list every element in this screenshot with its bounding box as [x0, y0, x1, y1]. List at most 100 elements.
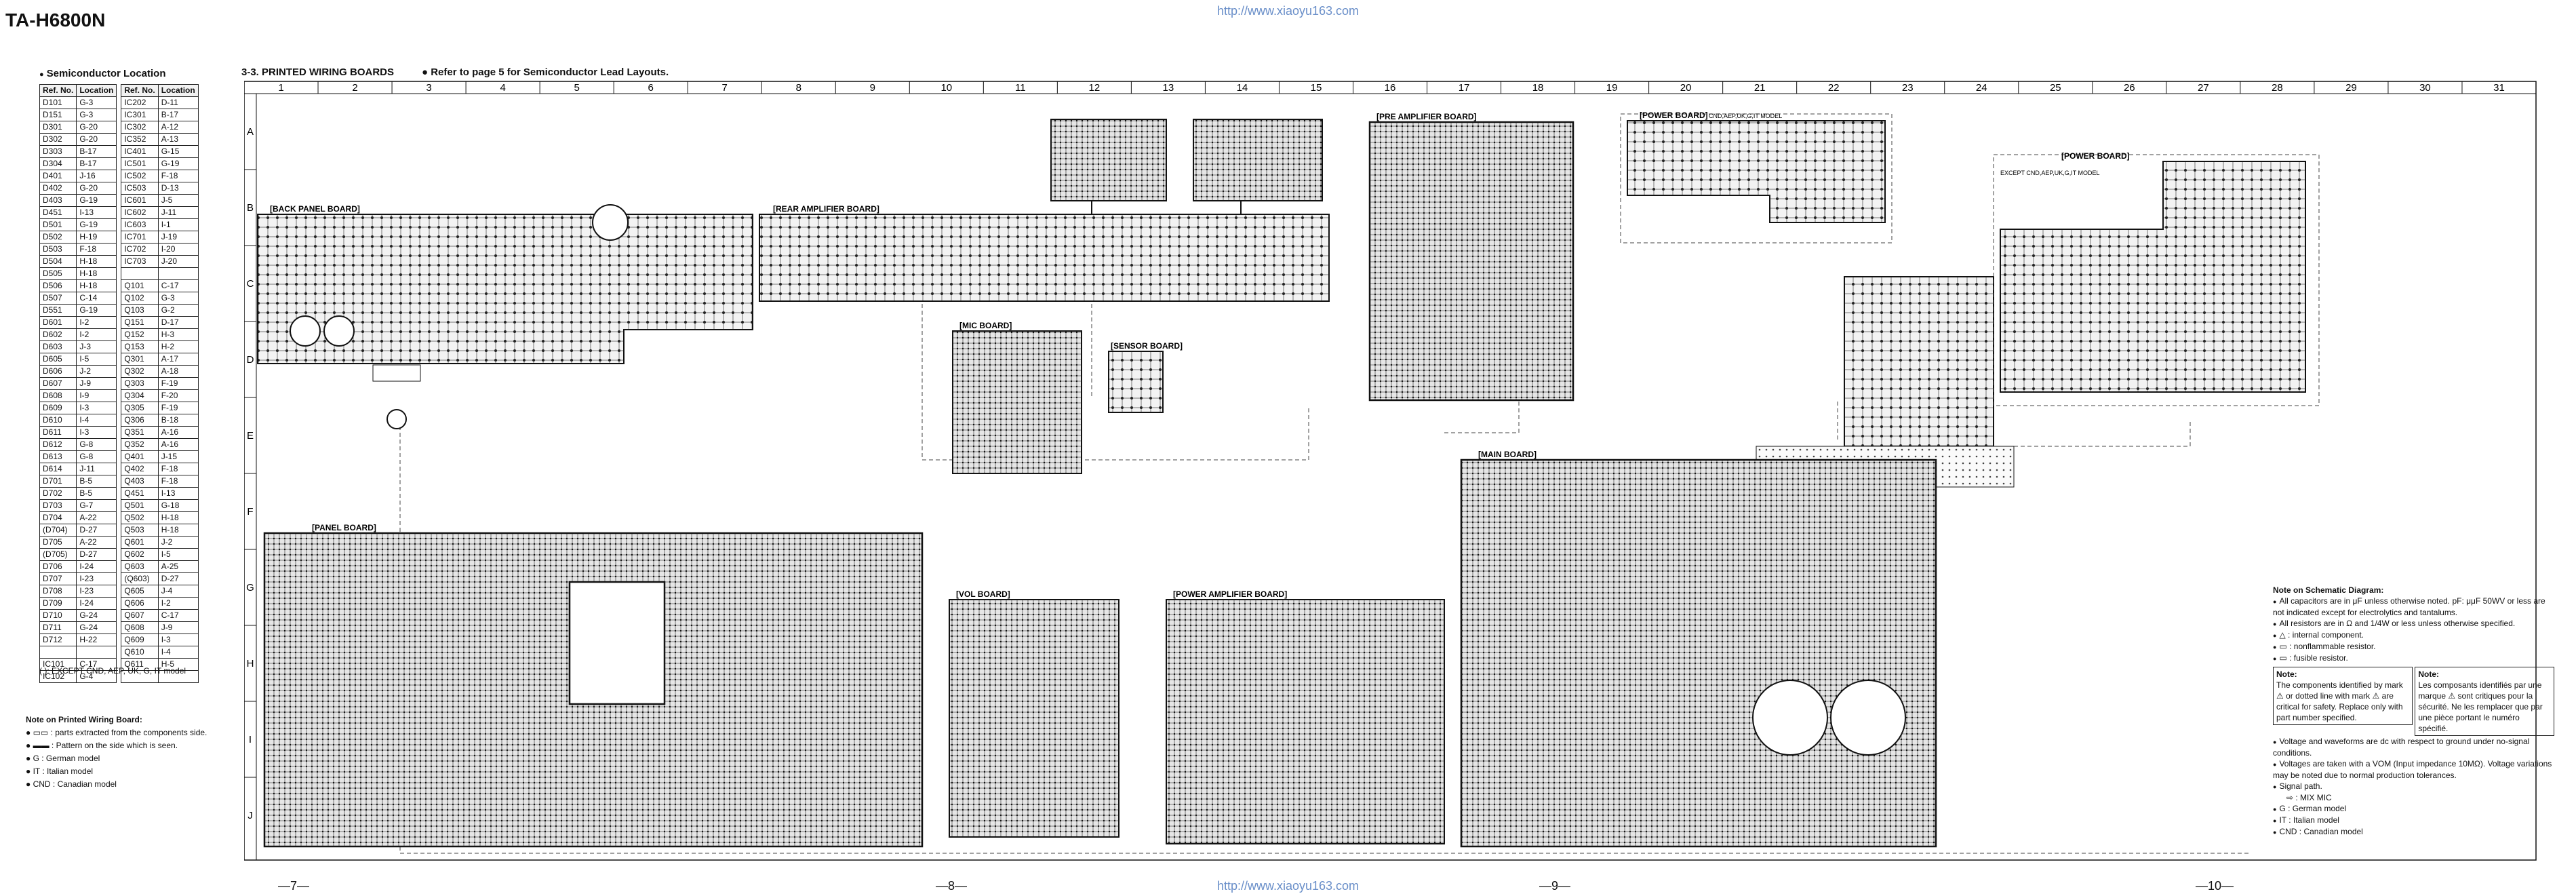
table-cell: D-13 — [157, 182, 199, 195]
table-cell: J-3 — [76, 340, 117, 353]
grid-row-label: C — [247, 278, 254, 290]
table-cell: D707 — [39, 572, 77, 585]
table-cell: D-27 — [76, 524, 117, 537]
table-cell: G-20 — [76, 133, 117, 146]
table-cell: B-5 — [76, 487, 117, 500]
page-number: —8— — [936, 879, 968, 893]
table-cell: Q609 — [121, 634, 159, 646]
table-cell: Q602 — [121, 548, 159, 561]
table-cell: Q351 — [121, 426, 159, 439]
table-cell: D551 — [39, 304, 77, 317]
table-cell: Q610 — [121, 646, 159, 659]
table-cell: Q503 — [121, 524, 159, 537]
table-cell: Q102 — [121, 292, 159, 305]
grid-column-label: 4 — [500, 82, 505, 94]
table-cell: D602 — [39, 328, 77, 341]
grid-column-label: 12 — [1089, 82, 1101, 94]
grid-column-label: 21 — [1754, 82, 1766, 94]
grid-column-label: 11 — [1015, 82, 1026, 94]
pwb-note-item: ● G : German model — [26, 754, 100, 763]
table-cell: Q607 — [121, 609, 159, 622]
table-cell: C-14 — [76, 292, 117, 305]
table-cell: D601 — [39, 316, 77, 329]
col-header: Location — [157, 84, 199, 97]
table-cell: D610 — [39, 414, 77, 427]
grid-column-label: 31 — [2493, 82, 2505, 94]
table-cell: G-19 — [76, 218, 117, 231]
table-cell: D613 — [39, 450, 77, 463]
grid-column-label: 14 — [1237, 82, 1248, 94]
table-cell: I-13 — [157, 487, 199, 500]
table-cell: Q306 — [121, 414, 159, 427]
table-cell: J-20 — [157, 255, 199, 268]
rear-amplifier-board: [REAR AMPLIFIER BOARD] — [759, 119, 1330, 302]
table-cell: Q501 — [121, 499, 159, 512]
table-cell: J-5 — [157, 194, 199, 207]
table-cell: G-19 — [76, 304, 117, 317]
table-cell: Q304 — [121, 389, 159, 402]
table-cell: F-19 — [157, 377, 199, 390]
table-cell: Q152 — [121, 328, 159, 341]
table-cell: D702 — [39, 487, 77, 500]
grid-row-label: J — [247, 810, 253, 821]
page-number: —9— — [1539, 879, 1571, 893]
table-cell: D706 — [39, 560, 77, 573]
section-reference: ● Refer to page 5 for Semiconductor Lead… — [422, 66, 669, 78]
table-cell: D-17 — [157, 316, 199, 329]
table-cell: D505 — [39, 267, 77, 280]
table-cell: IC401 — [121, 145, 159, 158]
mic-board: [MIC BOARD] — [952, 321, 1082, 474]
board-sublabel: CND,AEP,UK,G,IT MODEL — [1709, 113, 1782, 119]
table-cell: H-5 — [157, 658, 199, 671]
table-cell: D711 — [39, 621, 77, 634]
table-cell: D701 — [39, 475, 77, 488]
table-cell: Q403 — [121, 475, 159, 488]
pwb-note-item: ● ▬▬ : Pattern on the side which is seen… — [26, 741, 178, 750]
grid-column-label: 17 — [1459, 82, 1470, 94]
table-cell: A-22 — [76, 511, 117, 524]
table-cell: F-18 — [157, 170, 199, 182]
semiconductor-note: ( ): EXCEPT CND, AEP, UK, G, IT model — [39, 666, 186, 676]
pre-amplifier-board: [PRE AMPLIFIER BOARD] — [1368, 112, 1574, 402]
power-amplifier-board: [POWER AMPLIFIER BOARD] — [1166, 589, 1445, 844]
safety-note-fr-title: Note: — [2418, 669, 2440, 679]
grid-column-label: 26 — [2124, 82, 2135, 94]
signal-path-legend-item: ⇨ : MIX MIC — [2286, 793, 2332, 802]
table-cell: D606 — [39, 365, 77, 378]
table-cell: J-9 — [157, 621, 199, 634]
table-cell: H-19 — [76, 231, 117, 244]
table-cell: D401 — [39, 170, 77, 182]
table-cell: A-12 — [157, 121, 199, 134]
table-cell: D709 — [39, 597, 77, 610]
grid-column-label: 29 — [2345, 82, 2357, 94]
table-cell: D403 — [39, 194, 77, 207]
grid-column-label: 6 — [648, 82, 654, 94]
watermark-url-top[interactable]: http://www.xiaoyu163.com — [1216, 4, 1360, 18]
schematic-note-item: ▭ : nonflammable resistor. — [2273, 641, 2558, 652]
watermark-url-bottom[interactable]: http://www.xiaoyu163.com — [1216, 879, 1360, 893]
table-cell — [157, 670, 199, 683]
table-cell: C-17 — [157, 609, 199, 622]
table-cell: I-23 — [76, 585, 117, 598]
table-cell: A-16 — [157, 426, 199, 439]
table-cell: F-18 — [157, 475, 199, 488]
table-cell: I-13 — [76, 206, 117, 219]
table-cell: IC601 — [121, 194, 159, 207]
table-cell: G-19 — [76, 194, 117, 207]
